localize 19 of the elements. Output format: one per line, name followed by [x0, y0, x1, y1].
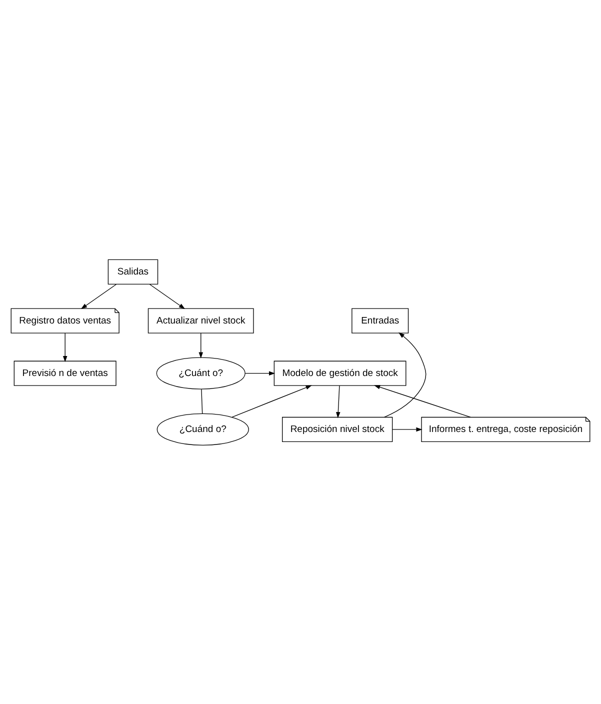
arrow: [232, 384, 312, 417]
arrow: [384, 332, 426, 417]
arrow: [62, 332, 68, 362]
arrow: [374, 384, 471, 417]
arrow: [336, 384, 340, 418]
arrow: [149, 283, 186, 309]
node-box: Previsió n de ventas: [14, 360, 116, 386]
arrow: [392, 426, 422, 432]
arrow: [198, 332, 204, 358]
node-box: Actualizar nivel stock: [148, 308, 254, 333]
connector: [201, 388, 203, 414]
arrow: [80, 283, 117, 309]
node-ellipse: ¿Cuánd o?: [156, 412, 249, 446]
arrow: [244, 370, 276, 375]
node-ellipse: ¿Cuánt o?: [156, 356, 246, 389]
node-box: Entradas: [352, 308, 409, 333]
node-box: Reposición nivel stock: [282, 416, 393, 442]
node-box: Modelo de gestión de stock: [274, 360, 406, 386]
node-box: Salidas: [108, 258, 158, 284]
